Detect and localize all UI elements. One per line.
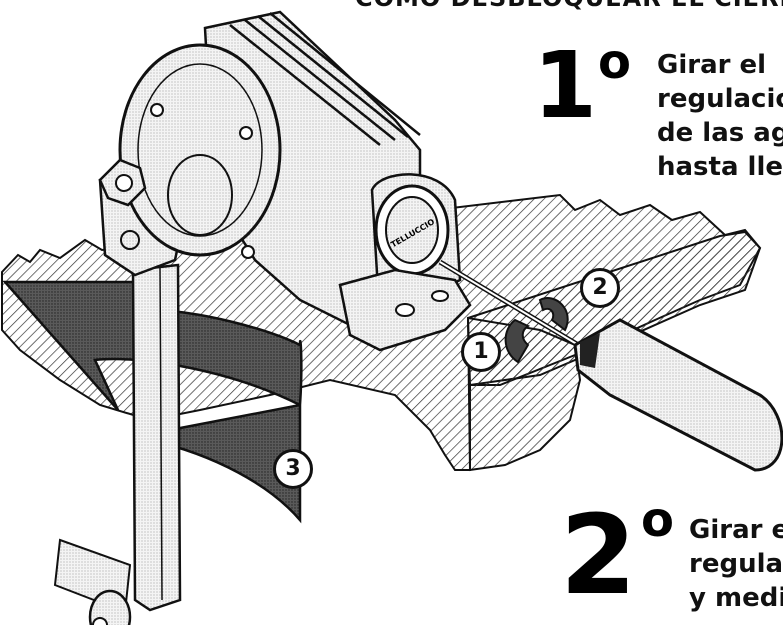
axle-cylinder xyxy=(167,154,233,236)
screwdriver-handle xyxy=(573,318,783,472)
callout-marker-3: 3 xyxy=(273,449,313,489)
rivet xyxy=(120,230,140,250)
step2-text-line-3: y medic xyxy=(689,583,783,613)
screw-mid xyxy=(239,126,253,140)
step1-text-line-3: de las agu xyxy=(657,118,783,148)
step2-text-line-2: regulac xyxy=(689,549,783,579)
closer-ribs xyxy=(229,12,421,146)
lower-roller xyxy=(88,589,132,625)
turn-arrow-2 xyxy=(538,297,569,332)
closer-wheel xyxy=(118,43,282,257)
step2-text-line-1: Girar e xyxy=(689,515,783,545)
step2-number: 2 xyxy=(560,491,637,619)
screw-top xyxy=(150,103,164,117)
callout-marker-2: 2 xyxy=(580,268,620,308)
callout-marker-1: 1 xyxy=(461,332,501,372)
step1-text-line-1: Girar el xyxy=(657,50,767,80)
step1-number: 1 xyxy=(533,32,598,139)
step1-text-line-4: hasta lleg xyxy=(657,152,783,182)
screw-low xyxy=(241,245,255,259)
step2-ordinal-mark: o xyxy=(641,492,674,548)
step1-ordinal-mark: o xyxy=(598,34,631,90)
page-title: CÓMO DESBLOQUEAR EL CIERR xyxy=(355,0,783,12)
turn-arrow-1 xyxy=(504,318,531,364)
step1-text-line-2: regulació xyxy=(657,84,783,114)
lever-arm xyxy=(131,263,182,612)
